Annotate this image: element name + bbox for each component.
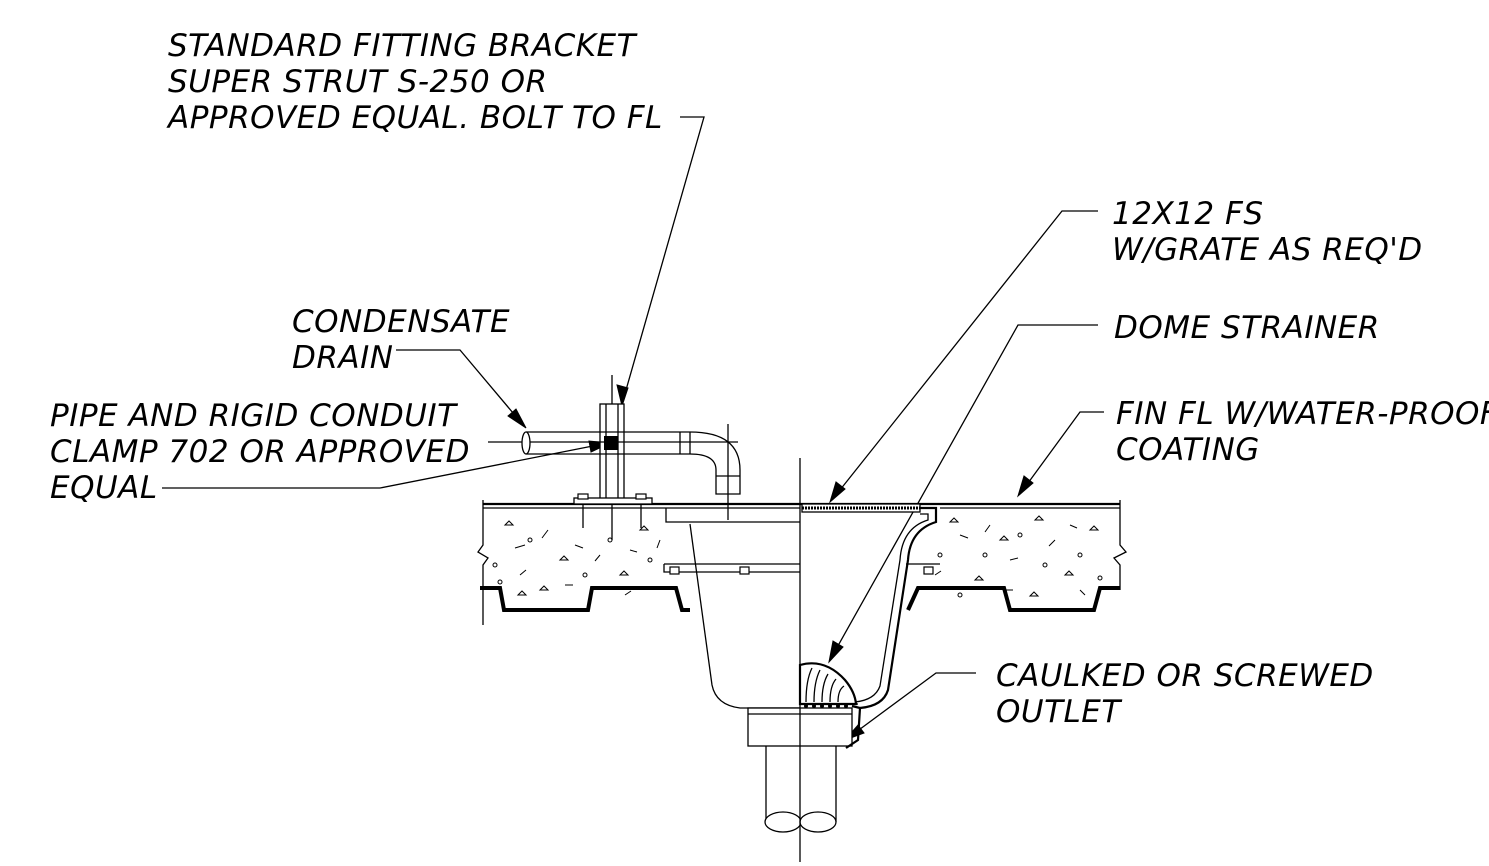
- bracket-line-1: STANDARD FITTING BRACKET: [168, 28, 638, 64]
- floor-sink-line-2: W/GRATE AS REQ'D: [1112, 232, 1423, 268]
- leader-bracket: [616, 116, 705, 408]
- label-caulked-outlet: CAULKED OR SCREWED OUTLET: [996, 658, 1374, 730]
- label-floor-sink: 12X12 FS W/GRATE AS REQ'D: [1112, 196, 1423, 268]
- condensate-line-1: CONDENSATE: [292, 304, 510, 340]
- label-fin-fl: FIN FL W/WATER-PROOF COATING: [1116, 396, 1489, 468]
- clamp-line-1: PIPE AND RIGID CONDUIT: [50, 398, 458, 434]
- bracket-line-3: APPROVED EQUAL. BOLT TO FL: [166, 100, 663, 136]
- leader-dome-strainer: [828, 324, 1098, 664]
- label-standard-fitting-bracket: STANDARD FITTING BRACKET SUPER STRUT S-2…: [166, 28, 663, 136]
- label-dome-strainer: DOME STRAINER: [1114, 310, 1380, 346]
- label-condensate-drain: CONDENSATE DRAIN: [292, 304, 510, 376]
- condensate-line-2: DRAIN: [292, 340, 393, 376]
- leader-fin-fl: [1017, 411, 1104, 498]
- outlet-line-1: CAULKED OR SCREWED: [996, 658, 1374, 694]
- dome-strainer-line-1: DOME STRAINER: [1114, 310, 1380, 346]
- leader-floor-sink: [829, 210, 1098, 504]
- floor-sink: [663, 503, 940, 833]
- strut-bracket: [573, 375, 653, 540]
- clamp-line-2: CLAMP 702 OR APPROVED: [50, 434, 470, 470]
- bracket-line-2: SUPER STRUT S-250 OR: [168, 64, 548, 100]
- fin-fl-line-1: FIN FL W/WATER-PROOF: [1116, 396, 1489, 432]
- dome-strainer: [798, 662, 858, 708]
- outlet-line-2: OUTLET: [996, 694, 1122, 730]
- fin-fl-line-2: COATING: [1116, 432, 1260, 468]
- leader-condensate: [396, 349, 527, 429]
- label-pipe-clamp: PIPE AND RIGID CONDUIT CLAMP 702 OR APPR…: [50, 398, 470, 506]
- concrete-slab: [477, 500, 1128, 625]
- condensate-drain-pipe: [488, 424, 741, 520]
- floor-sink-line-1: 12X12 FS: [1112, 196, 1264, 232]
- clamp-line-3: EQUAL: [50, 470, 158, 506]
